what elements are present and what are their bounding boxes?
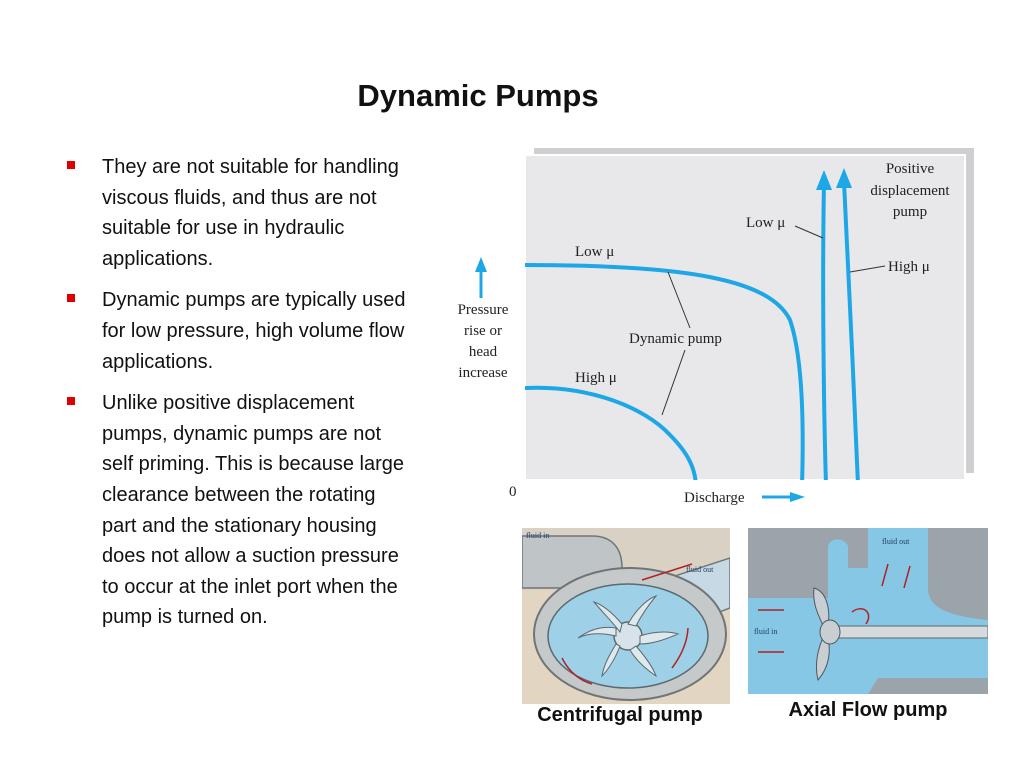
swirl-arrow-icon (851, 608, 870, 625)
pump-characteristic-diagram: Pressure rise or head increase 0 Dischar… (458, 148, 974, 506)
flow-arrow-icon (903, 565, 911, 589)
dynamic-low-mu-curve (525, 263, 805, 480)
pd-low-mu-curve (821, 181, 828, 480)
pd-high-arrowhead-icon (836, 168, 852, 188)
leader-line (794, 225, 824, 239)
dynamic-high-mu-label: High μ (575, 370, 617, 386)
square-bullet-icon (67, 294, 75, 303)
y-axis-arrowhead-icon (475, 257, 487, 272)
pd-high-mu-label: High μ (888, 259, 930, 275)
origin-label: 0 (509, 484, 517, 500)
pump-housing-water (748, 528, 988, 694)
leader-line (667, 271, 691, 329)
x-axis-label: Discharge (684, 490, 745, 506)
x-axis-arrowhead-icon (790, 492, 805, 502)
pd-low-mu-label: Low μ (746, 215, 785, 231)
fluid-out-label: fluid out (882, 537, 910, 546)
pd-pump-label-line: pump (893, 204, 927, 220)
pd-low-arrowhead-icon (816, 170, 832, 190)
pd-high-mu-curve (842, 181, 860, 480)
dynamic-high-mu-curve (525, 385, 698, 480)
leader-line (661, 349, 686, 416)
axial-pump-caption: Axial Flow pump (788, 699, 948, 721)
bullet-list: They are not suitable for handling visco… (62, 152, 412, 644)
impeller-icon (577, 594, 680, 678)
flow-arrow-icon (671, 627, 689, 669)
flow-arrow-icon (641, 563, 693, 581)
centrifugal-pump-caption: Centrifugal pump (537, 704, 703, 726)
square-bullet-icon (67, 397, 75, 406)
fluid-in-label: fluid in (526, 531, 549, 540)
dynamic-low-mu-label: Low μ (575, 244, 614, 260)
propeller-icon (813, 587, 841, 682)
diagram-panel (524, 154, 966, 481)
flow-arrow-icon (561, 657, 593, 685)
fluid-in-label: fluid in (754, 627, 777, 636)
bullet-text: They are not suitable for handling visco… (102, 156, 399, 270)
flow-arrow-icon (881, 563, 889, 587)
bullet-text: Unlike positive displacement pumps, dyna… (102, 392, 404, 629)
bullet-item: Unlike positive displacement pumps, dyna… (62, 388, 412, 633)
drive-shaft (837, 625, 988, 639)
bullet-item: They are not suitable for handling visco… (62, 152, 412, 274)
slide-title: Dynamic Pumps (357, 78, 599, 113)
fluid-out-label: fluid out (686, 565, 714, 574)
bullet-text: Dynamic pumps are typically used for low… (102, 289, 406, 373)
square-bullet-icon (67, 161, 75, 169)
y-axis-label-line: Pressure (458, 302, 509, 318)
y-axis-label-line: rise or (464, 323, 502, 339)
centrifugal-pump-illustration: fluid in fluid out (522, 528, 730, 704)
pd-pump-label-line: Positive (886, 161, 935, 177)
bullet-item: Dynamic pumps are typically used for low… (62, 285, 412, 377)
y-axis-label-line: increase (458, 365, 507, 381)
dynamic-pump-label: Dynamic pump (629, 331, 722, 347)
leader-line (849, 265, 886, 273)
axial-pump-illustration: fluid in fluid out (748, 528, 988, 694)
pd-pump-label-line: displacement (870, 183, 950, 199)
y-axis-label-line: head (469, 344, 498, 360)
